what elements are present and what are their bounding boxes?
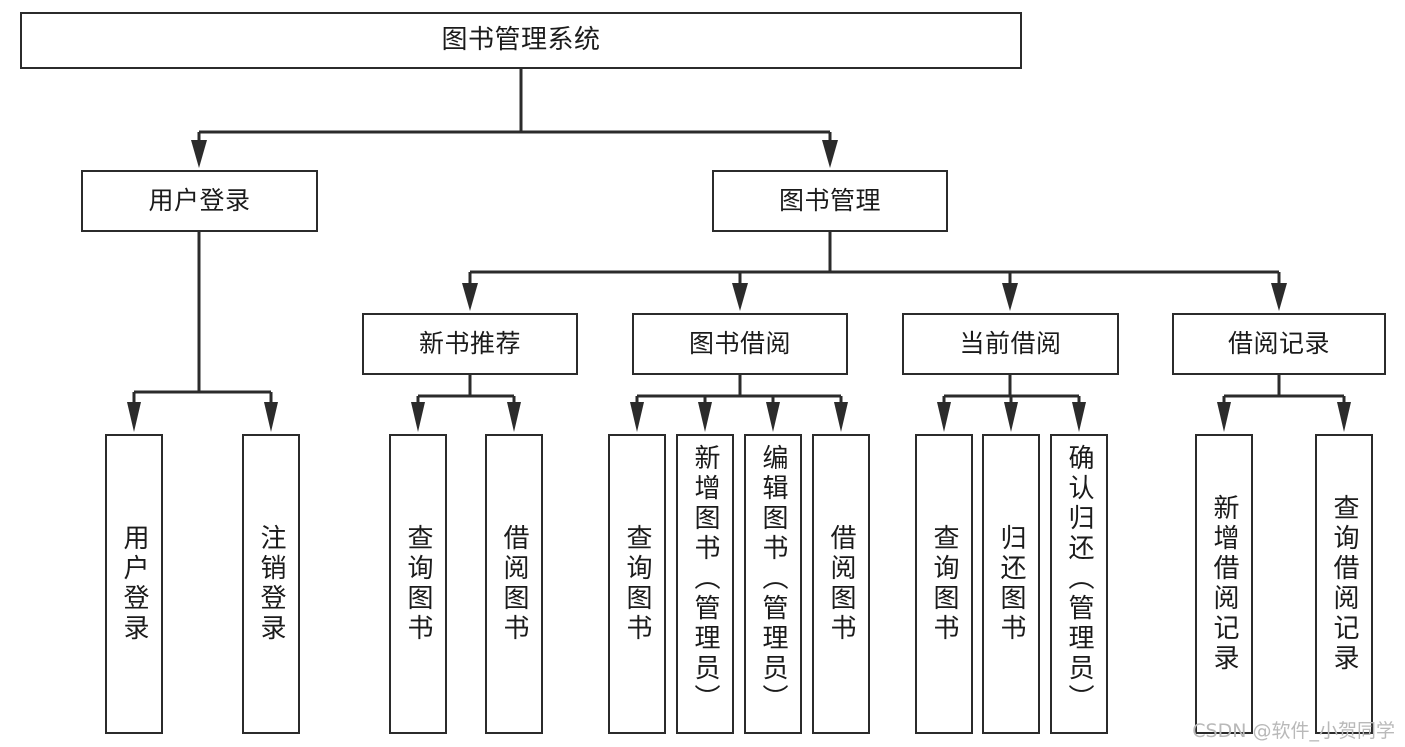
leaf-borrow-book-2[interactable]: 借阅图书	[812, 434, 870, 734]
node-label: 图书管理	[778, 186, 881, 215]
node-user-login[interactable]: 用户登录	[81, 170, 318, 232]
node-label: 借阅图书	[826, 524, 856, 644]
node-label: 新增借阅记录	[1209, 494, 1239, 674]
node-book-management-system[interactable]: 图书管理系统	[20, 12, 1022, 69]
leaf-add-book-admin[interactable]: 新增图书（管理员）	[676, 434, 734, 734]
node-label: 借阅记录	[1227, 329, 1330, 358]
node-label: 查询图书	[403, 524, 433, 644]
leaf-query-borrow-record[interactable]: 查询借阅记录	[1315, 434, 1373, 734]
node-current-borrow[interactable]: 当前借阅	[902, 313, 1119, 375]
leaf-return-book[interactable]: 归还图书	[982, 434, 1040, 734]
node-label: 新书推荐	[418, 329, 521, 358]
node-new-book-rec[interactable]: 新书推荐	[362, 313, 578, 375]
node-label: 编辑图书（管理员）	[758, 444, 788, 714]
node-label: 确认归还（管理员）	[1064, 444, 1094, 714]
leaf-query-book-1[interactable]: 查询图书	[389, 434, 447, 734]
node-label: 用户登录	[119, 524, 149, 644]
leaf-edit-book-admin[interactable]: 编辑图书（管理员）	[744, 434, 802, 734]
leaf-query-book-3[interactable]: 查询图书	[915, 434, 973, 734]
node-label: 图书管理系统	[441, 24, 601, 55]
leaf-confirm-return-admin[interactable]: 确认归还（管理员）	[1050, 434, 1108, 734]
leaf-logout-login[interactable]: 注销登录	[242, 434, 300, 734]
node-label: 用户登录	[148, 186, 251, 215]
leaf-add-borrow-record[interactable]: 新增借阅记录	[1195, 434, 1253, 734]
node-borrow-record[interactable]: 借阅记录	[1172, 313, 1386, 375]
node-label: 归还图书	[996, 524, 1026, 644]
node-label: 查询图书	[622, 524, 652, 644]
node-label: 查询图书	[929, 524, 959, 644]
node-label: 借阅图书	[499, 524, 529, 644]
node-label: 查询借阅记录	[1329, 494, 1359, 674]
node-label: 当前借阅	[959, 329, 1062, 358]
node-label: 新增图书（管理员）	[690, 444, 720, 714]
node-book-manage[interactable]: 图书管理	[712, 170, 948, 232]
leaf-user-login[interactable]: 用户登录	[105, 434, 163, 734]
leaf-borrow-book-1[interactable]: 借阅图书	[485, 434, 543, 734]
node-label: 注销登录	[256, 524, 286, 644]
leaf-query-book-2[interactable]: 查询图书	[608, 434, 666, 734]
node-label: 图书借阅	[688, 329, 791, 358]
node-book-borrow[interactable]: 图书借阅	[632, 313, 848, 375]
